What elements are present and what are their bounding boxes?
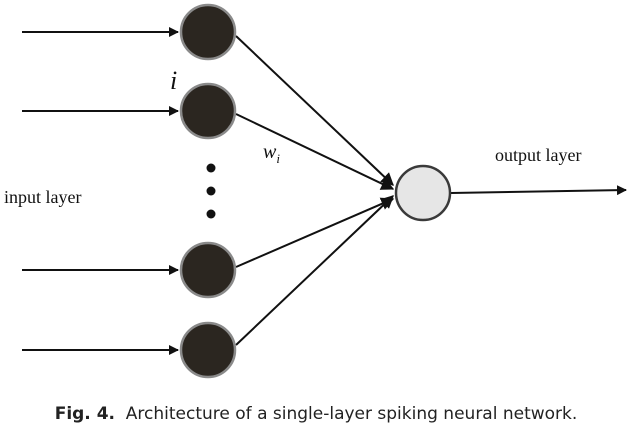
connection-3	[235, 197, 395, 268]
figure-caption: Fig. 4. Architecture of a single-layer s…	[0, 404, 632, 424]
ellipsis-dot-1	[206, 163, 216, 173]
index-label: i	[170, 66, 177, 95]
input-neuron-2	[179, 82, 237, 140]
ellipsis-dot-2	[206, 186, 216, 196]
output-arrow	[450, 185, 627, 196]
input-neuron-3	[179, 241, 237, 299]
weight-label: wi	[263, 141, 280, 166]
input-neuron-4	[179, 321, 237, 379]
input-layer-label: input layer	[4, 187, 81, 207]
output-layer-label: output layer	[495, 145, 581, 165]
output-neuron	[394, 164, 452, 222]
connection-1	[235, 35, 394, 186]
connection-4	[235, 195, 394, 346]
weight-symbol: w	[263, 141, 277, 163]
ellipsis-dot-3	[206, 209, 216, 219]
weight-subscript: i	[276, 151, 280, 166]
network-diagram: i wi input layer output layer	[4, 3, 627, 379]
input-neuron-1	[179, 3, 237, 61]
caption-text: Architecture of a single-layer spiking n…	[125, 404, 578, 424]
figure-number: Fig. 4.	[54, 404, 115, 424]
connection-2	[235, 113, 395, 190]
